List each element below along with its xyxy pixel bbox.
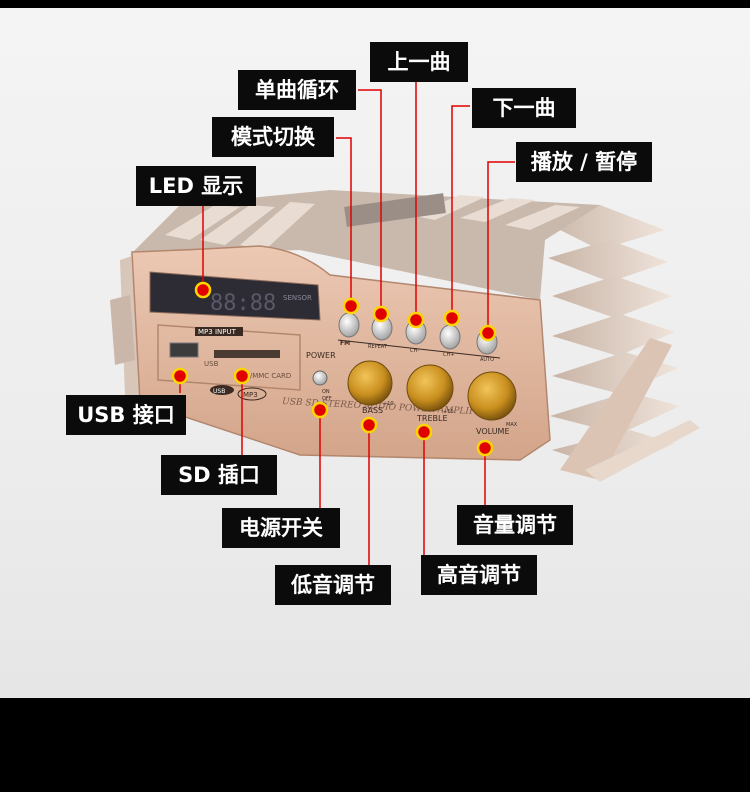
usb-badge-text: USB (213, 388, 225, 395)
power-switch-group: POWER ON OFF (306, 351, 336, 402)
treble-label: TREBLE (416, 414, 448, 423)
callout-mode-switch: 模式切换 (212, 117, 334, 157)
mp3-input-panel: MP3 INPUT USB SD/MMC CARD (157, 324, 301, 391)
leader-next (451, 105, 470, 318)
fm-label: FM (340, 340, 350, 347)
callout-single-loop: 单曲循环 (238, 70, 356, 110)
marker-volume (476, 439, 494, 457)
leader-mode (336, 137, 352, 306)
callout-usb-port: USB 接口 (66, 395, 186, 435)
callout-next-track: 下一曲 (472, 88, 576, 128)
bass-label: BASS (362, 406, 383, 415)
sd-card-label: SD/MMC CARD (240, 372, 291, 380)
sensor-label: SENSOR (283, 294, 312, 302)
callout-prev-track: 上一曲 (370, 42, 468, 82)
callout-volume-control: 音量调节 (457, 505, 573, 545)
marker-power (311, 401, 329, 419)
led-digits: 88:88 (210, 291, 276, 316)
callout-power-switch: 电源开关 (222, 508, 340, 548)
mp3-input-label: MP3 INPUT (198, 328, 237, 336)
usb-socket (169, 342, 199, 358)
mode-button[interactable] (338, 312, 360, 338)
knobs: BASS +10 TREBLE +10 VOLUME MAX (347, 360, 518, 436)
mp3-badge-text: MP3 (243, 391, 258, 399)
treble-knob[interactable] (406, 364, 454, 412)
marker-single-loop (372, 305, 390, 323)
bottom-frame-bar (0, 698, 750, 792)
led-display-window: 88:88 SENSOR (149, 271, 321, 321)
volume-label: VOLUME (476, 427, 510, 436)
bass-plus10: +10 (383, 401, 394, 407)
auto-label: AUTO (480, 357, 494, 363)
on-label: ON (322, 389, 330, 395)
amplifier-photo: 88:88 SENSOR MP3 INPUT USB SD/MMC CARD U… (110, 80, 700, 565)
callout-treble-control: 高音调节 (421, 555, 537, 595)
volume-knob[interactable] (467, 371, 517, 421)
callout-sd-slot: SD 插口 (161, 455, 277, 495)
bass-knob[interactable] (347, 360, 393, 406)
treble-plus10: +10 (443, 409, 454, 415)
marker-led (194, 281, 212, 299)
usb-badge (210, 385, 234, 395)
markers (171, 281, 497, 457)
marker-next (443, 309, 461, 327)
sd-slot (214, 350, 280, 358)
repeat-label: REPEAT (368, 344, 388, 350)
marker-mode (342, 297, 360, 315)
marker-sd (233, 367, 251, 385)
usb-socket-label: USB (204, 360, 219, 368)
ch-plus-label: CH+ (443, 352, 454, 358)
off-label: OFF (322, 396, 332, 402)
marker-play (479, 324, 497, 342)
callout-led-display: LED 显示 (136, 166, 256, 206)
marker-prev (407, 311, 425, 329)
top-frame-bar (0, 0, 750, 8)
callout-play-pause: 播放 / 暂停 (516, 142, 652, 182)
callout-bass-control: 低音调节 (275, 565, 391, 605)
marker-treble (415, 423, 433, 441)
marker-bass (360, 416, 378, 434)
ch-minus-label: CH- (410, 348, 419, 354)
leader-lines (179, 80, 515, 565)
mp3-badge (237, 387, 267, 401)
power-label: POWER (306, 351, 336, 360)
power-toggle[interactable] (312, 370, 328, 386)
leader-play (487, 161, 515, 333)
heatsink-fins (540, 205, 700, 482)
volume-max: MAX (506, 422, 518, 428)
marker-usb (171, 367, 189, 385)
leader-single-loop (358, 89, 382, 314)
next-button[interactable] (439, 324, 461, 350)
